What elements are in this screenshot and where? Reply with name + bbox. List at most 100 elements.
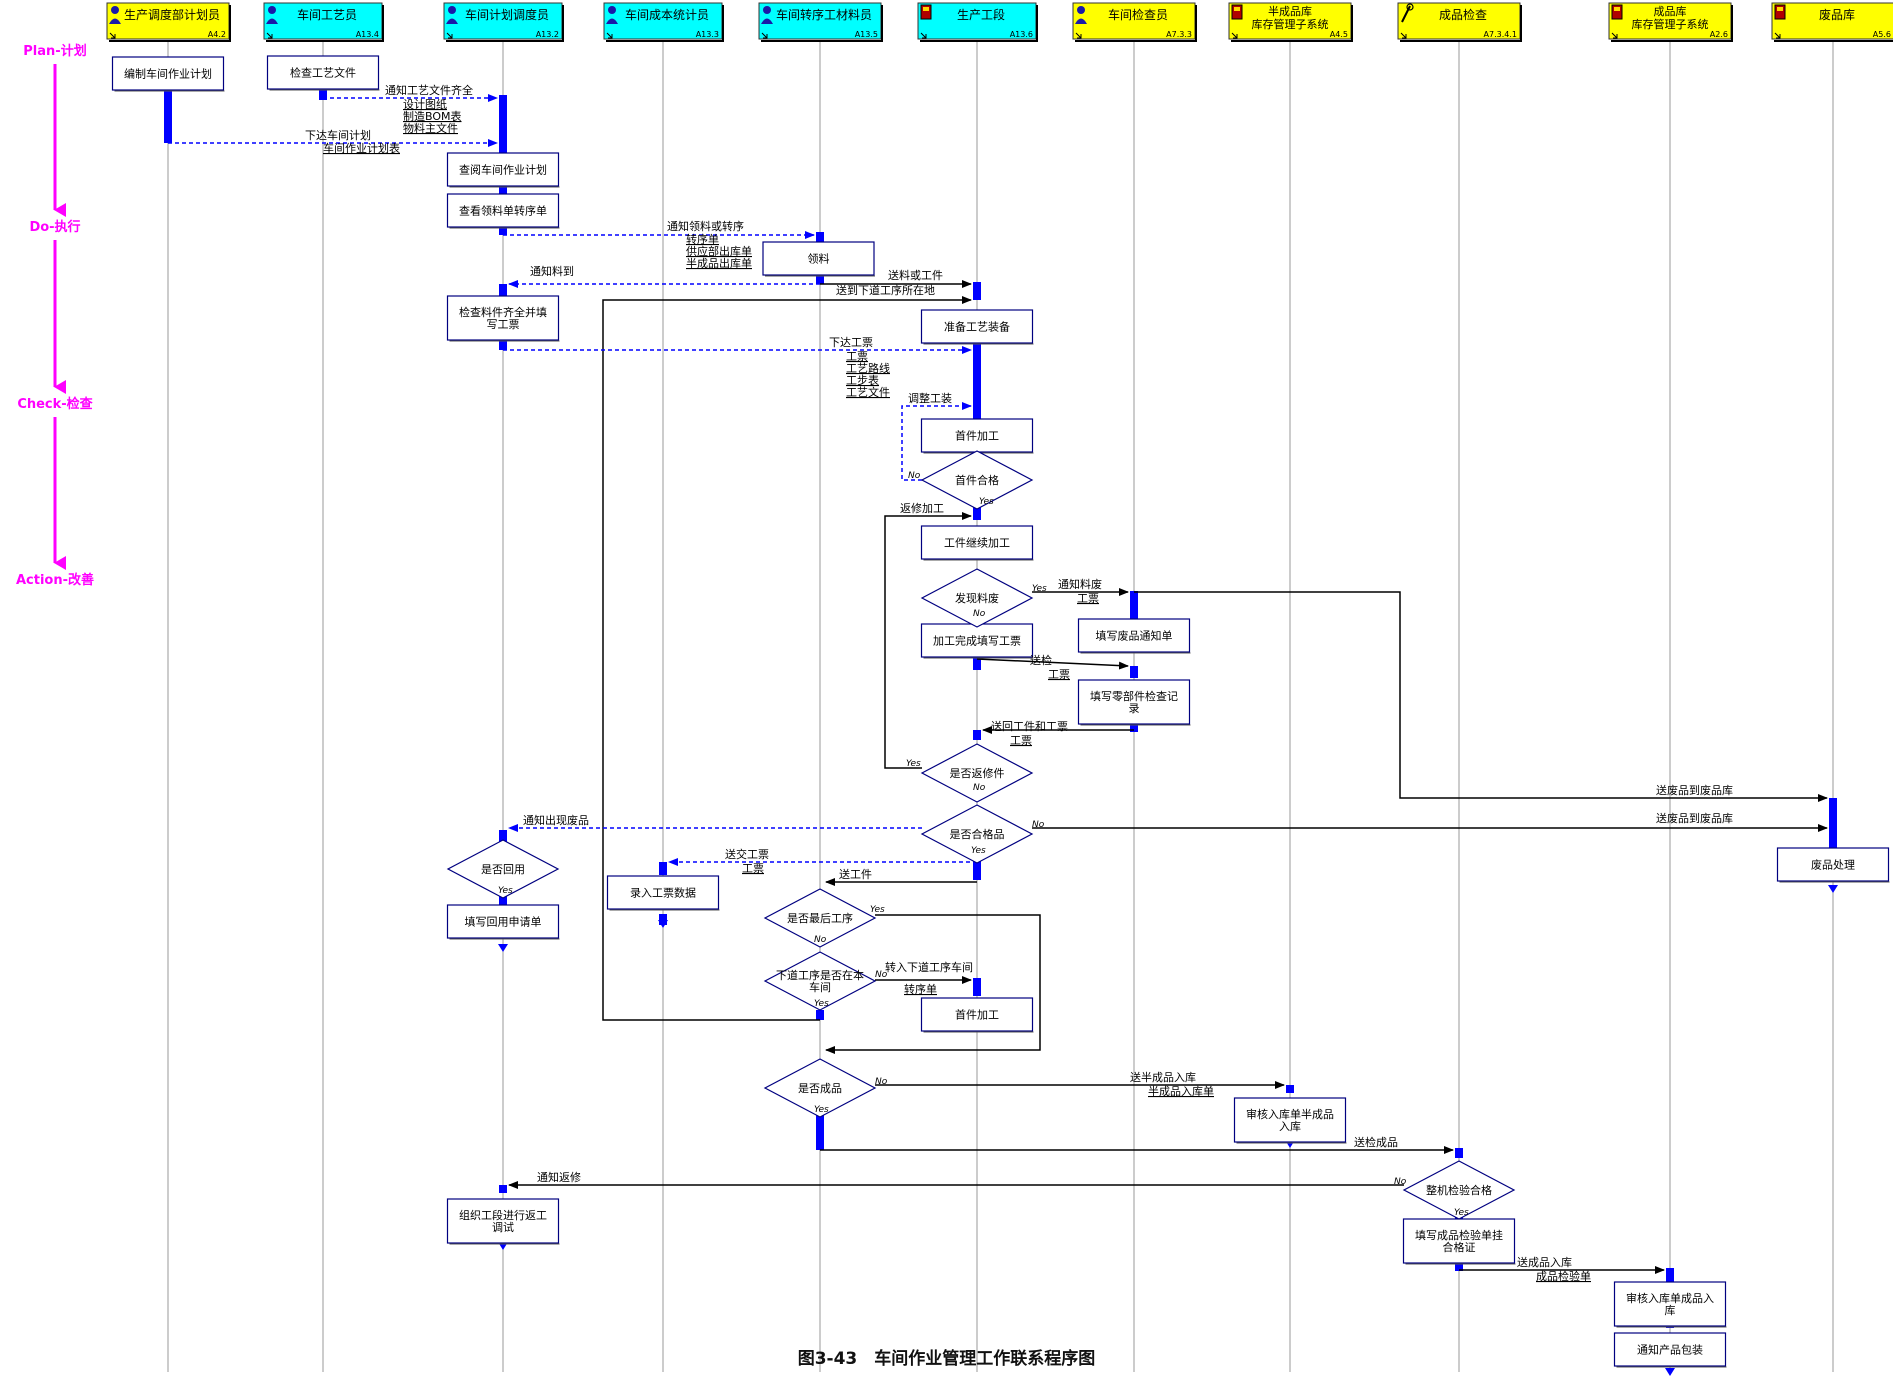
activation-bar bbox=[1829, 798, 1837, 848]
corner-mark-icon bbox=[1231, 32, 1238, 39]
activity-label: 填写回用申请单 bbox=[465, 915, 542, 929]
decision-diamond bbox=[763, 888, 877, 948]
message-label-m18: 转入下道工序车间 bbox=[885, 960, 973, 974]
branch-label-no: No bbox=[908, 471, 921, 481]
activity-label: 查阅车间作业计划 bbox=[459, 163, 547, 177]
tool-icon bbox=[1401, 3, 1414, 23]
activity-box bbox=[762, 241, 875, 276]
lane-title: 车间计划调度员 bbox=[465, 7, 549, 22]
decision-diamond bbox=[446, 839, 560, 899]
message-label-m17: 送工件 bbox=[839, 867, 872, 881]
activity-a18: 组织工段进行返工调试 bbox=[446, 1198, 560, 1245]
person-icon bbox=[446, 6, 458, 24]
activation-bar bbox=[164, 90, 172, 143]
message-label-m8: 调整工装 bbox=[908, 391, 952, 405]
connector-m11 bbox=[976, 658, 1129, 670]
lane-code: A13.2 bbox=[536, 30, 559, 39]
message-label-m21: 通知返修 bbox=[537, 1170, 581, 1184]
activity-box bbox=[920, 418, 1034, 453]
decision-d9: 整机检验合格 bbox=[1402, 1160, 1516, 1220]
lane-headers: 生产调度部计划员A4.2车间工艺员A13.4车间计划调度员A13.2车间成本统计… bbox=[106, 2, 1893, 42]
activity-a19: 填写成品检验单挂合格证 bbox=[1402, 1218, 1516, 1265]
activity-a9: 工件继续加工 bbox=[920, 525, 1034, 561]
message-label-m19b: 半成品入库单 bbox=[1148, 1084, 1214, 1098]
decision-diamond bbox=[1402, 1160, 1516, 1220]
message-label-m5: 送料或工件 bbox=[888, 268, 943, 282]
message-label-m20: 送检成品 bbox=[1354, 1135, 1398, 1149]
lane-header-box bbox=[603, 2, 723, 40]
message-label-m1: 通知工艺文件齐全 bbox=[385, 83, 473, 97]
activity-a12: 填写零部件检查记录 bbox=[1077, 679, 1191, 726]
activity-a5: 领料 bbox=[762, 241, 875, 277]
branch-label-yes: Yes bbox=[1032, 584, 1047, 594]
activity-label: 废品处理 bbox=[1811, 858, 1855, 872]
person-icon bbox=[1075, 6, 1087, 24]
branch-label-yes: Yes bbox=[870, 905, 885, 915]
lane-code: A13.4 bbox=[356, 30, 379, 39]
activity-box bbox=[1776, 847, 1890, 882]
message-label-m12b: 工票 bbox=[1010, 734, 1032, 747]
message-label-m12: 送回工件和工票 bbox=[991, 719, 1068, 733]
activity-label: 检查料件齐全并填写工票 bbox=[459, 305, 547, 331]
lifelines bbox=[167, 40, 1834, 1372]
lane-header-box bbox=[1608, 2, 1732, 40]
corner-mark-icon bbox=[109, 32, 116, 39]
activity-a13: 废品处理 bbox=[1776, 847, 1890, 883]
activity-label: 领料 bbox=[808, 252, 830, 266]
activation-bar bbox=[659, 862, 667, 875]
message-label-m11b: 工票 bbox=[1048, 668, 1070, 681]
activation-bar bbox=[1455, 1148, 1463, 1158]
decision-label: 是否回用 bbox=[481, 863, 525, 876]
activity-box bbox=[1233, 1097, 1347, 1143]
activity-a8: 首件加工 bbox=[920, 418, 1034, 454]
activity-a4: 查看领料单转序单 bbox=[446, 193, 560, 229]
activity-a6: 检查料件齐全并填写工票 bbox=[446, 295, 560, 342]
activation-bar bbox=[816, 274, 824, 284]
decision-diamond bbox=[920, 450, 1034, 510]
message-label-m22b: 成品检验单 bbox=[1536, 1269, 1591, 1283]
lane-code: A4.2 bbox=[208, 30, 226, 39]
lane-code: A13.3 bbox=[696, 30, 719, 39]
activity-label: 填写成品检验单挂合格证 bbox=[1415, 1228, 1503, 1254]
decision-d8: 是否成品 bbox=[763, 1058, 877, 1118]
branch-label-yes: Yes bbox=[979, 497, 994, 507]
activity-label: 检查工艺文件 bbox=[290, 66, 356, 80]
message-label-m14: 送废品到废品库 bbox=[1656, 811, 1733, 825]
connector-m8 bbox=[901, 402, 972, 481]
branch-label-no: No bbox=[1032, 820, 1045, 830]
activation-bar bbox=[816, 1102, 824, 1150]
activation-bar bbox=[973, 852, 981, 880]
activity-box bbox=[920, 309, 1034, 344]
end-marker bbox=[1665, 1368, 1675, 1376]
activity-box bbox=[266, 55, 380, 90]
activation-bar bbox=[499, 1185, 507, 1193]
activity-box bbox=[1077, 618, 1191, 653]
decision-d5: 是否回用 bbox=[446, 839, 560, 899]
message-label-m19: 送半成品入库 bbox=[1130, 1070, 1196, 1084]
decision-diamond bbox=[920, 743, 1034, 803]
message-label-m22: 送成品入库 bbox=[1517, 1255, 1572, 1269]
activity-label: 准备工艺装备 bbox=[944, 320, 1010, 334]
activity-box bbox=[446, 193, 560, 228]
lane-code: A13.5 bbox=[855, 30, 878, 39]
decision-d2: 发现料废 bbox=[920, 568, 1034, 628]
activity-label: 组织工段进行返工调试 bbox=[459, 1208, 547, 1234]
activity-a20: 审核入库单成品入库 bbox=[1613, 1281, 1727, 1328]
end-marker bbox=[498, 944, 508, 952]
message-label-m3: 通知领料或转序 bbox=[667, 219, 744, 233]
activity-a1: 编制车间作业计划 bbox=[111, 56, 225, 92]
activity-box bbox=[446, 152, 560, 187]
branch-label-no: No bbox=[875, 1077, 888, 1087]
activation-bar bbox=[499, 284, 507, 300]
lane-title: 生产调度部计划员 bbox=[124, 7, 220, 22]
corner-mark-icon bbox=[606, 32, 613, 39]
activity-box bbox=[1077, 679, 1191, 725]
connector-yes-last bbox=[825, 914, 1041, 1054]
branch-label-yes: Yes bbox=[971, 846, 986, 856]
lane-title: 半成品库库存管理子系统 bbox=[1252, 4, 1329, 31]
lane-header-L3: 车间计划调度员 A13.2 bbox=[443, 2, 564, 42]
message-label-m16: 送交工票 bbox=[725, 847, 769, 861]
